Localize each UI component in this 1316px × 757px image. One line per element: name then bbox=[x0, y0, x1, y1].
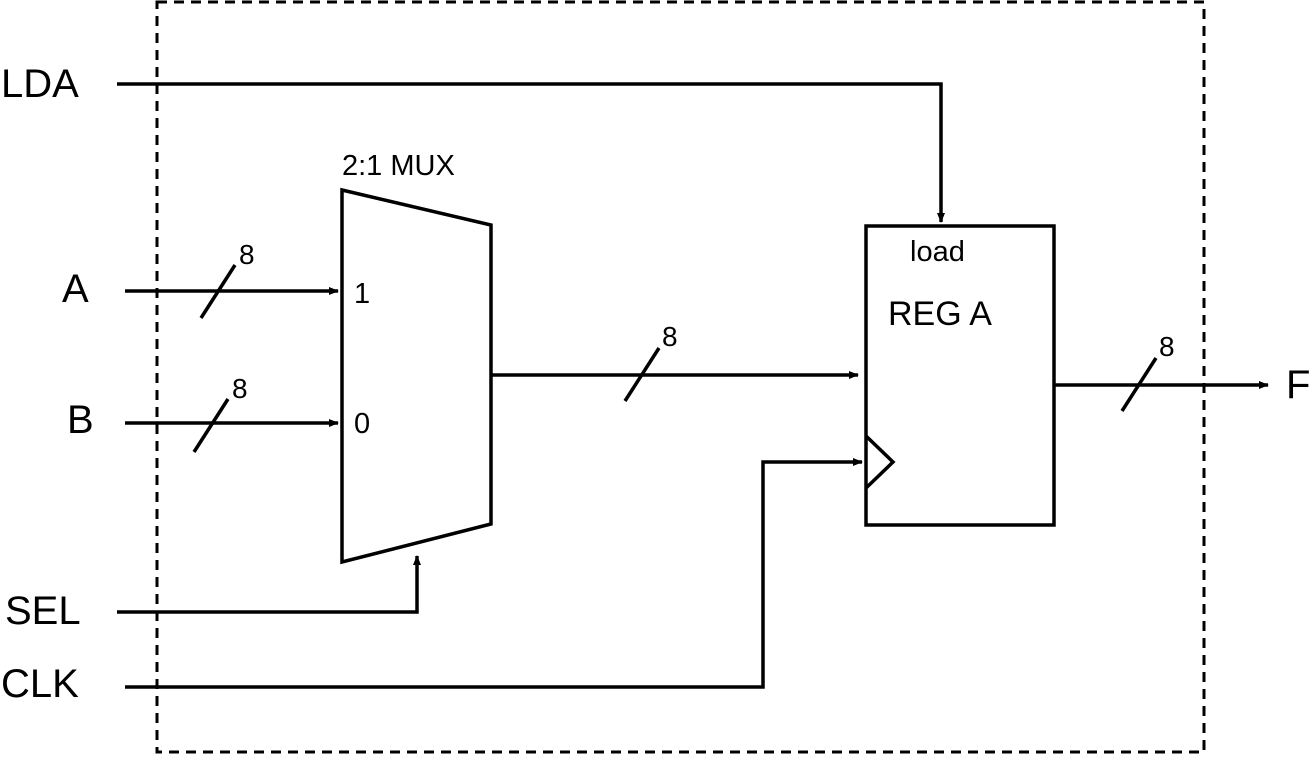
f-bus-slash bbox=[1120, 357, 1158, 412]
lda-wire bbox=[117, 82, 945, 223]
mux-body bbox=[340, 187, 493, 565]
module-boundary bbox=[155, 0, 1206, 754]
register-name: REG A bbox=[888, 295, 992, 333]
b-bus-width: 8 bbox=[232, 373, 248, 404]
mux-input-1-label: 1 bbox=[354, 278, 370, 310]
mux-out-bus-width: 8 bbox=[662, 321, 678, 352]
b-bus-slash bbox=[192, 398, 230, 453]
clk-wire bbox=[125, 458, 863, 689]
mux-out-bus-slash bbox=[623, 347, 661, 402]
input-sel-label: SEL bbox=[5, 589, 81, 633]
input-a-label: A bbox=[62, 267, 89, 311]
sel-wire bbox=[117, 555, 421, 614]
mux-input-0-label: 0 bbox=[354, 408, 370, 440]
f-bus-width: 8 bbox=[1159, 331, 1175, 362]
register-load-label: load bbox=[910, 236, 965, 268]
output-f-label: F bbox=[1286, 363, 1310, 407]
a-bus-slash bbox=[199, 264, 237, 319]
mux-title: 2:1 MUX bbox=[342, 150, 455, 182]
input-clk-label: CLK bbox=[1, 662, 79, 706]
input-b-label: B bbox=[67, 398, 94, 442]
a-bus-width: 8 bbox=[239, 239, 255, 270]
input-lda-label: LDA bbox=[1, 62, 79, 106]
register-body bbox=[864, 224, 1056, 527]
clock-triangle bbox=[864, 434, 896, 490]
